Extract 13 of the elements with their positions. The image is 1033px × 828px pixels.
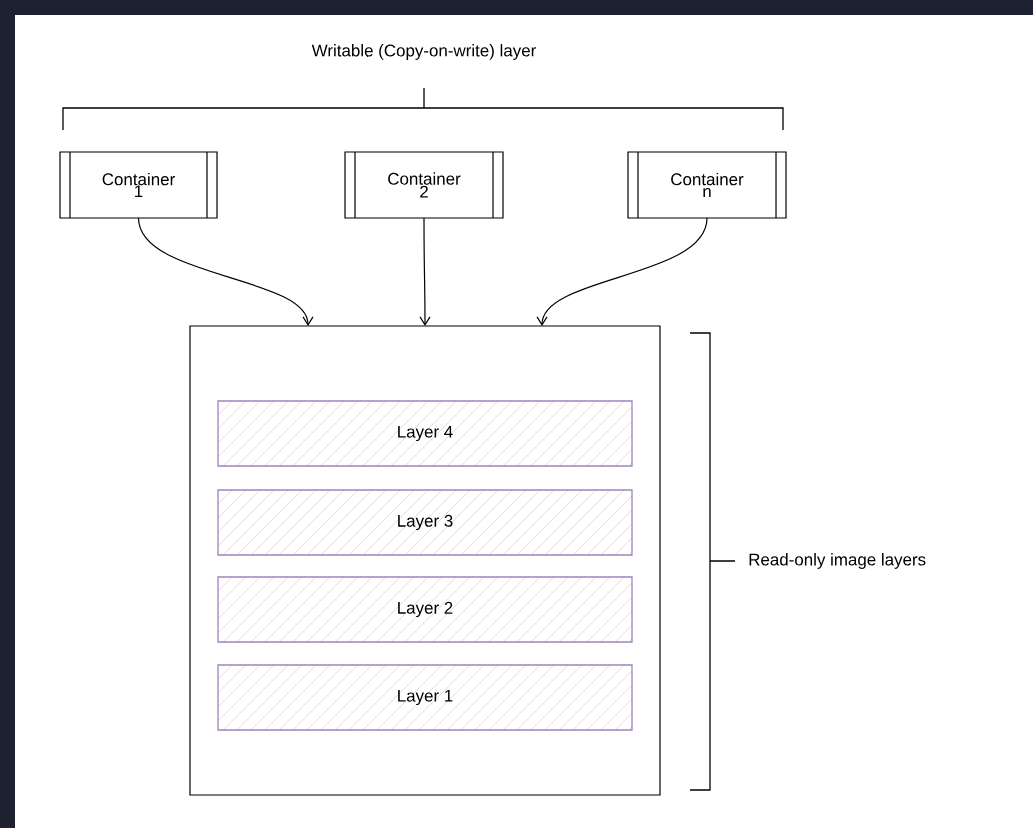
layer-box: Layer 4	[217, 400, 633, 467]
layer-box: Layer 3	[217, 489, 633, 556]
arrow	[536, 217, 708, 326]
container-box: Container 1	[59, 151, 218, 219]
container-box: Container 2	[344, 151, 504, 219]
annotation-text: Read-only image layers	[749, 553, 926, 569]
image-box	[189, 325, 661, 796]
layer-box: Layer 2	[217, 576, 633, 643]
arrow	[419, 217, 431, 326]
layer-box: Layer 1	[217, 664, 633, 731]
container-box: Container n	[627, 151, 787, 219]
arrow	[137, 217, 314, 326]
annotation-text: Writable (Copy-on-write) layer	[311, 44, 536, 60]
